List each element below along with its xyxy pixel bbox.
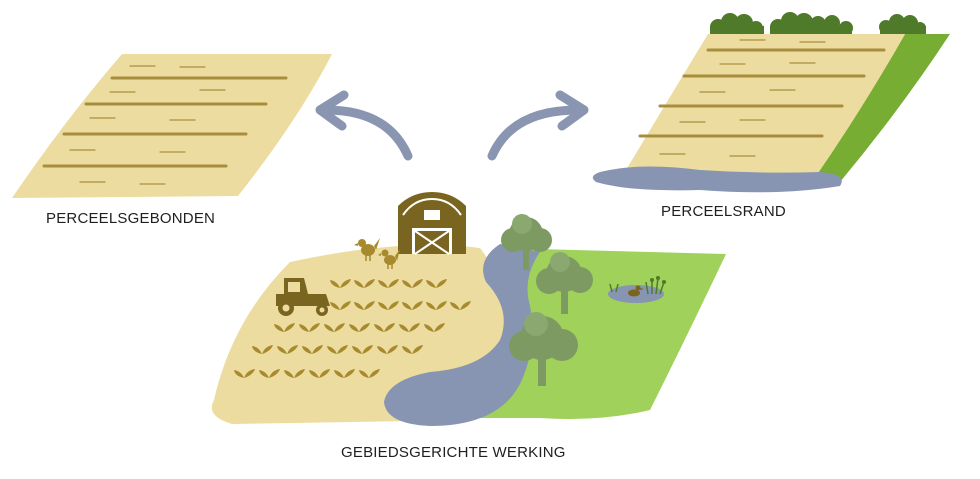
arrow-icon-right [492, 95, 584, 156]
shrub-icon [710, 12, 926, 35]
perceelsgebonden-field [12, 54, 332, 198]
gebiedsgericht-label: GEBIEDSGERICHTE WERKING [341, 444, 566, 461]
arrow-icon-left [320, 95, 408, 156]
perceelsrand-field [593, 12, 950, 192]
gebiedsgericht-landscape [212, 192, 726, 426]
perceelsgebonden-label: PERCEELSGEBONDEN [46, 210, 215, 227]
perceelsrand-label: PERCEELSRAND [661, 203, 786, 220]
barn-icon [398, 192, 466, 254]
